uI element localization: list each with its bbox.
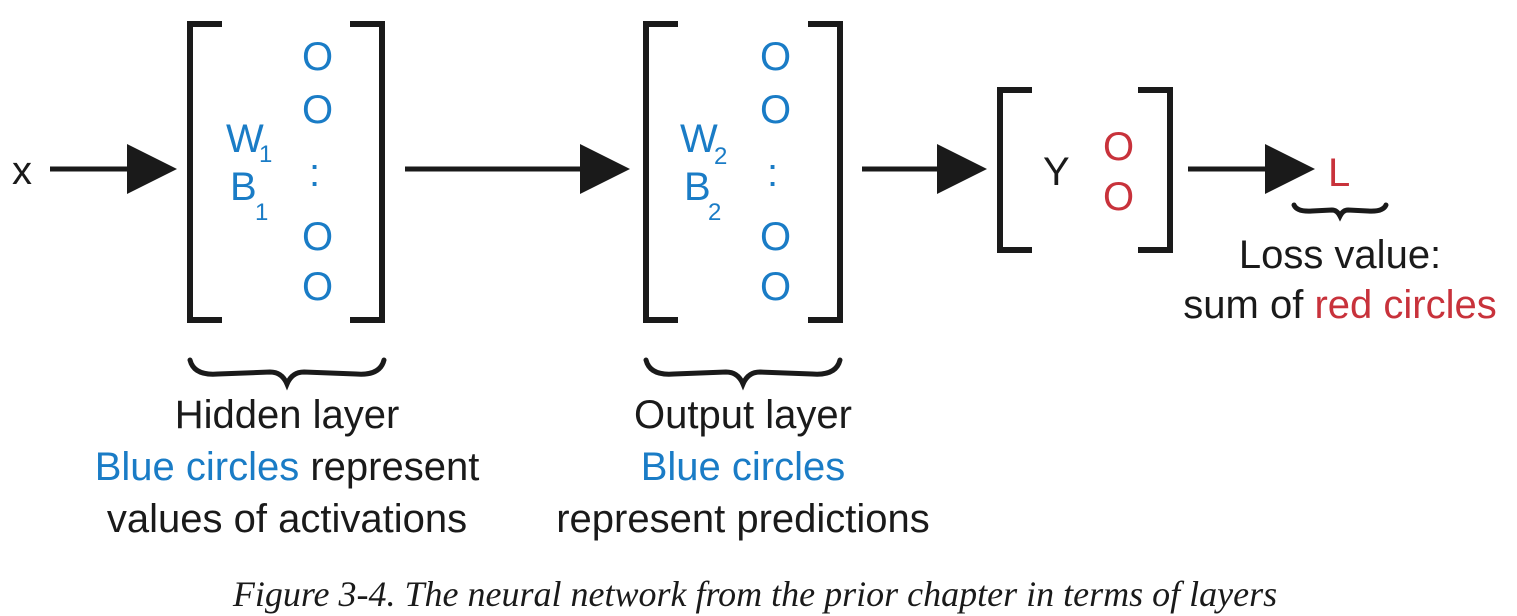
target-node-1: O: [1103, 125, 1134, 169]
output-weight-subscript: 2: [714, 143, 727, 170]
output-left-bracket: [643, 21, 678, 323]
hidden-node-2: O: [302, 88, 333, 132]
hidden-layer-title: Hidden layer: [175, 393, 400, 437]
output-node-4: O: [760, 265, 791, 309]
output-bias-b: B: [684, 165, 711, 209]
hidden-layer-desc-line-2: values of activations: [107, 497, 467, 541]
hidden-layer-matrix: W 1 B 1 O O : O O: [187, 21, 385, 323]
hidden-layer-brace: [187, 357, 387, 391]
hidden-layer-desc-line-1: Blue circles represent: [95, 445, 480, 489]
target-matrix: Y O O: [997, 87, 1173, 253]
hidden-layer-represent: represent: [299, 445, 479, 489]
target-node-2: O: [1103, 175, 1134, 219]
hidden-ellipsis: :: [309, 151, 320, 195]
output-node-1: O: [760, 35, 791, 79]
hidden-bias-subscript: 1: [255, 199, 268, 226]
hidden-layer-blue-circles: Blue circles: [95, 445, 300, 489]
output-ellipsis: :: [767, 151, 778, 195]
hidden-weight-w: W: [226, 117, 264, 161]
output-layer-desc-line-1: Blue circles: [641, 445, 846, 489]
output-node-2: O: [760, 88, 791, 132]
output-node-3: O: [760, 215, 791, 259]
hidden-weight-subscript: 1: [259, 141, 272, 168]
output-weight-w: W: [680, 117, 718, 161]
hidden-node-3: O: [302, 215, 333, 259]
output-layer-desc-line-2: represent predictions: [556, 497, 930, 541]
loss-description-prefix: sum of: [1183, 283, 1314, 327]
hidden-bias-b: B: [230, 165, 257, 209]
loss-brace: [1291, 202, 1389, 222]
output-layer-brace: [643, 357, 843, 391]
output-layer-matrix: W 2 B 2 O O : O O: [643, 21, 843, 323]
loss-description: sum of red circles: [1183, 283, 1496, 327]
loss-description-highlight: red circles: [1314, 283, 1496, 327]
hidden-node-1: O: [302, 35, 333, 79]
figure-caption: Figure 3-4. The neural network from the …: [232, 574, 1277, 614]
output-layer-title: Output layer: [634, 393, 852, 437]
target-right-bracket: [1138, 87, 1173, 253]
hidden-node-4: O: [302, 265, 333, 309]
hidden-right-bracket: [350, 21, 385, 323]
input-x-label: x: [12, 149, 32, 193]
hidden-left-bracket: [187, 21, 222, 323]
loss-l-label: L: [1328, 151, 1350, 195]
output-bias-subscript: 2: [708, 199, 721, 226]
target-y-label: Y: [1043, 150, 1070, 194]
loss-title: Loss value:: [1239, 233, 1441, 277]
target-left-bracket: [997, 87, 1032, 253]
output-right-bracket: [808, 21, 843, 323]
